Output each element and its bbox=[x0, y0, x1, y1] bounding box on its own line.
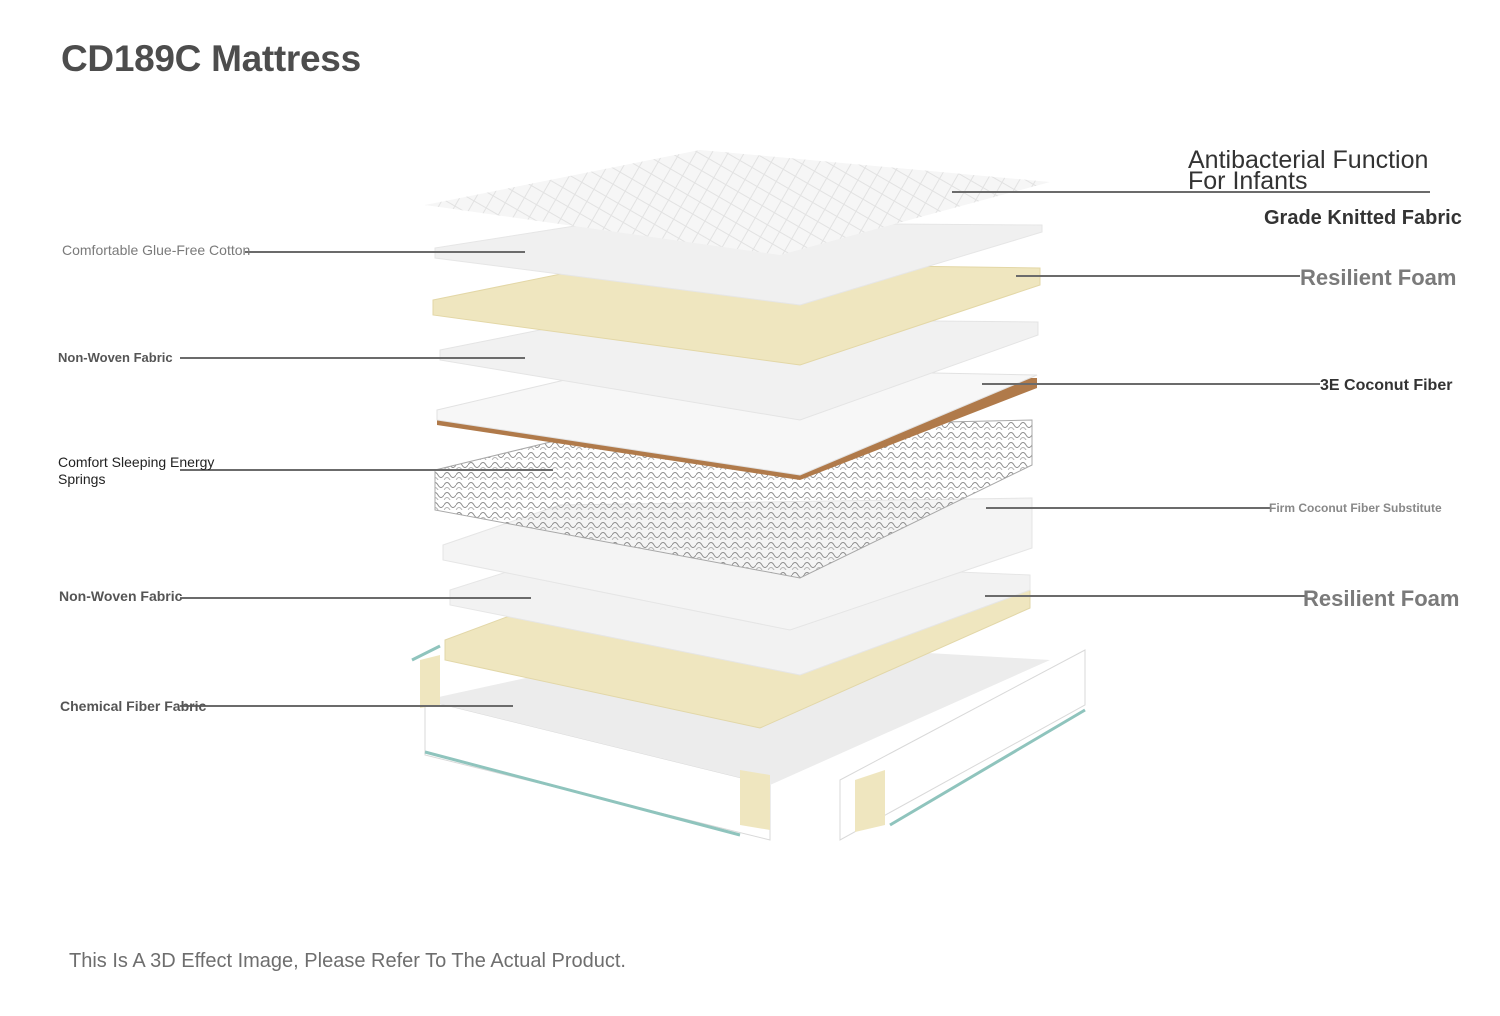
label-comfort-springs-line1: Comfort Sleeping Energy bbox=[58, 454, 215, 470]
layer-knitted-fabric-top bbox=[425, 150, 1050, 255]
label-antibacterial-line1: Antibacterial Function bbox=[1188, 146, 1429, 174]
label-antibacterial-line2: For Infants bbox=[1188, 167, 1308, 195]
label-firm-coconut-substitute: Firm Coconut Fiber Substitute bbox=[1269, 501, 1442, 515]
leader-lines bbox=[180, 191, 1430, 707]
label-comfort-springs-line2: Springs bbox=[58, 471, 106, 487]
label-resilient-foam-upper: Resilient Foam bbox=[1300, 265, 1457, 290]
label-antibacterial-function: Antibacterial Function For Infants bbox=[1188, 146, 1429, 195]
label-glue-free-cotton: Comfortable Glue-Free Cotton bbox=[62, 242, 251, 258]
disclaimer-note: This Is A 3D Effect Image, Please Refer … bbox=[69, 950, 626, 972]
label-resilient-foam-lower: Resilient Foam bbox=[1303, 586, 1460, 611]
label-coconut-fiber: 3E Coconut Fiber bbox=[1320, 377, 1453, 394]
label-non-woven-fabric-lower: Non-Woven Fabric bbox=[59, 588, 183, 604]
label-comfort-springs: Comfort Sleeping Energy Springs bbox=[58, 454, 214, 488]
label-chemical-fiber-fabric: Chemical Fiber Fabric bbox=[60, 698, 207, 714]
label-non-woven-fabric-upper: Non-Woven Fabric bbox=[58, 350, 173, 365]
label-knitted-fabric: Grade Knitted Fabric bbox=[1264, 207, 1462, 229]
page-title: CD189C Mattress bbox=[61, 38, 361, 79]
